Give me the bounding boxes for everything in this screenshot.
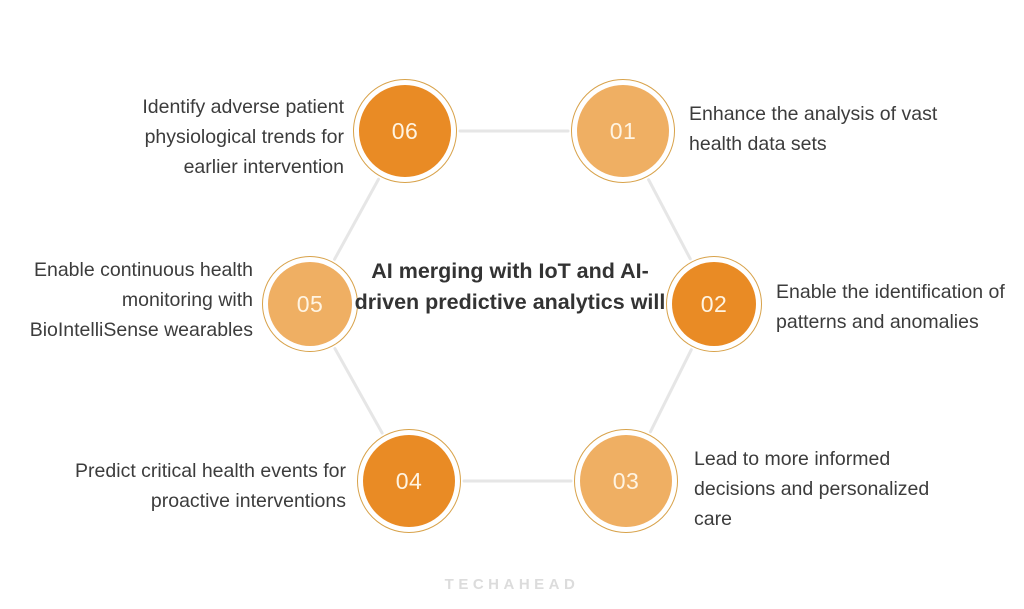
node-03-disc: 03 (580, 435, 672, 527)
node-01-ring (571, 79, 675, 183)
node-05-ring (262, 256, 358, 352)
node-03[interactable]: 03 (574, 429, 678, 533)
connector-04-05 (333, 347, 384, 435)
node-06-label: Identify adverse patient physiological t… (142, 96, 344, 179)
node-06-number: 06 (391, 117, 419, 144)
node-02[interactable]: 02 (666, 256, 762, 352)
node-04-label: Predict critical health events for proac… (75, 460, 346, 513)
connector-05-06 (333, 177, 381, 261)
node-05[interactable]: 05 (262, 256, 358, 352)
node-03-label: Lead to more informed decisions and pers… (694, 448, 930, 531)
node-04-number: 04 (395, 467, 423, 494)
node-02-disc: 02 (672, 262, 756, 346)
connector-01-02 (647, 178, 692, 261)
node-05-disc: 05 (268, 262, 352, 346)
center-title: AI merging with IoT and AI-driven predic… (354, 259, 666, 315)
connector-02-03 (648, 348, 693, 434)
node-05-number: 05 (296, 290, 324, 317)
node-02-ring (666, 256, 762, 352)
node-06-ring (353, 79, 457, 183)
node-03-ring (574, 429, 678, 533)
node-05-label: Enable continuous health monitoring with… (29, 259, 253, 342)
node-01-label: Enhance the analysis of vast health data… (689, 103, 938, 156)
node-06-disc: 06 (359, 85, 451, 177)
node-04[interactable]: 04 (357, 429, 461, 533)
node-01-disc: 01 (577, 85, 669, 177)
node-04-ring (357, 429, 461, 533)
node-03-number: 03 (612, 467, 640, 494)
node-06[interactable]: 06 (353, 79, 457, 183)
node-01-number: 01 (609, 117, 637, 144)
node-02-label: Enable the identification of patterns an… (776, 281, 1005, 334)
node-04-disc: 04 (363, 435, 455, 527)
brand-watermark: TECHAHEAD (444, 576, 580, 593)
node-02-number: 02 (700, 290, 728, 317)
node-01[interactable]: 01 (571, 79, 675, 183)
